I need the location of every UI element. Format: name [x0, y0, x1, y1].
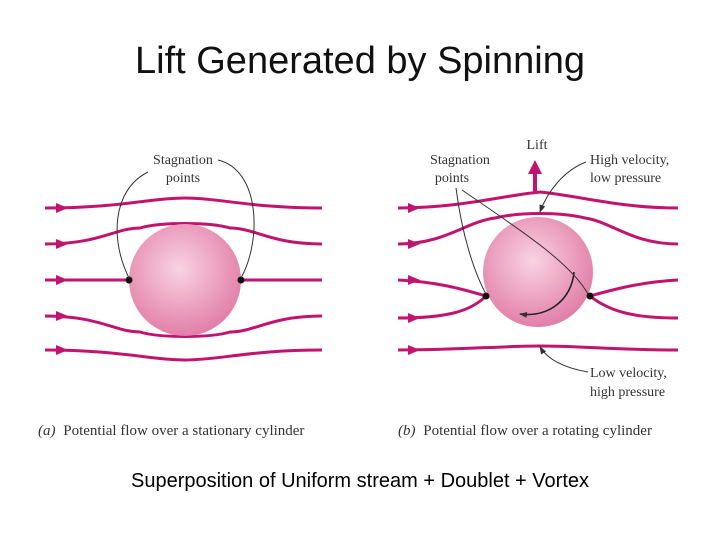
stagnation-point-right — [237, 276, 245, 284]
slide-title: Lift Generated by Spinning — [135, 40, 585, 82]
panel-a: Stagnation points (a) Potential flow ove… — [38, 153, 323, 439]
streamline-arrowhead — [408, 345, 420, 355]
low-velocity-label-line2: high pressure — [590, 385, 665, 400]
rotating-cylinder — [483, 217, 593, 327]
streamline-arrowhead — [56, 275, 68, 285]
streamline-arrowhead — [56, 203, 68, 213]
streamline — [44, 222, 323, 246]
streamline-arrowhead — [408, 275, 420, 285]
streamline — [44, 348, 323, 362]
streamline — [397, 344, 679, 352]
lift-arrowhead — [528, 160, 542, 174]
leader-line — [116, 171, 149, 279]
leader-line — [539, 161, 587, 213]
streamline-arrowhead — [56, 345, 68, 355]
leader-line — [455, 187, 487, 295]
stagnation-point-left — [482, 292, 490, 300]
stagnation-label-line1: Stagnation — [430, 153, 490, 168]
lift-label: Lift — [527, 138, 548, 153]
rotation-arrow — [519, 271, 575, 318]
stagnation-point-left — [125, 276, 133, 284]
slide-subtitle: Superposition of Uniform stream + Double… — [130, 470, 589, 492]
streamline — [44, 196, 323, 210]
high-velocity-label-line2: low pressure — [590, 171, 661, 186]
leader-line — [539, 346, 589, 373]
stagnation-point-right — [586, 292, 594, 300]
low-velocity-label-line1: Low velocity, — [590, 366, 667, 381]
leader-line — [461, 189, 589, 295]
panel-b: Lift Stagnation points High velocity, lo… — [397, 138, 679, 439]
stagnation-label-line2: points — [435, 171, 469, 186]
panel-b-streamlines — [397, 190, 679, 355]
caption-b: (b) Potential flow over a rotating cylin… — [398, 423, 652, 439]
high-velocity-label-line1: High velocity, — [590, 153, 669, 168]
streamline-arrowhead — [56, 311, 68, 321]
streamline-arrowhead — [408, 203, 420, 213]
streamline-arrowhead — [408, 239, 420, 249]
streamline — [44, 314, 323, 338]
streamline — [397, 190, 679, 210]
leader-line — [217, 159, 255, 279]
caption-a: (a) Potential flow over a stationary cyl… — [38, 423, 304, 439]
streamline-arrowhead — [408, 313, 420, 323]
stagnation-label-line2: points — [166, 171, 200, 186]
streamline — [397, 212, 679, 246]
stationary-cylinder — [129, 224, 241, 336]
streamline-arrowhead — [56, 239, 68, 249]
stagnation-label-line1: Stagnation — [153, 153, 213, 168]
